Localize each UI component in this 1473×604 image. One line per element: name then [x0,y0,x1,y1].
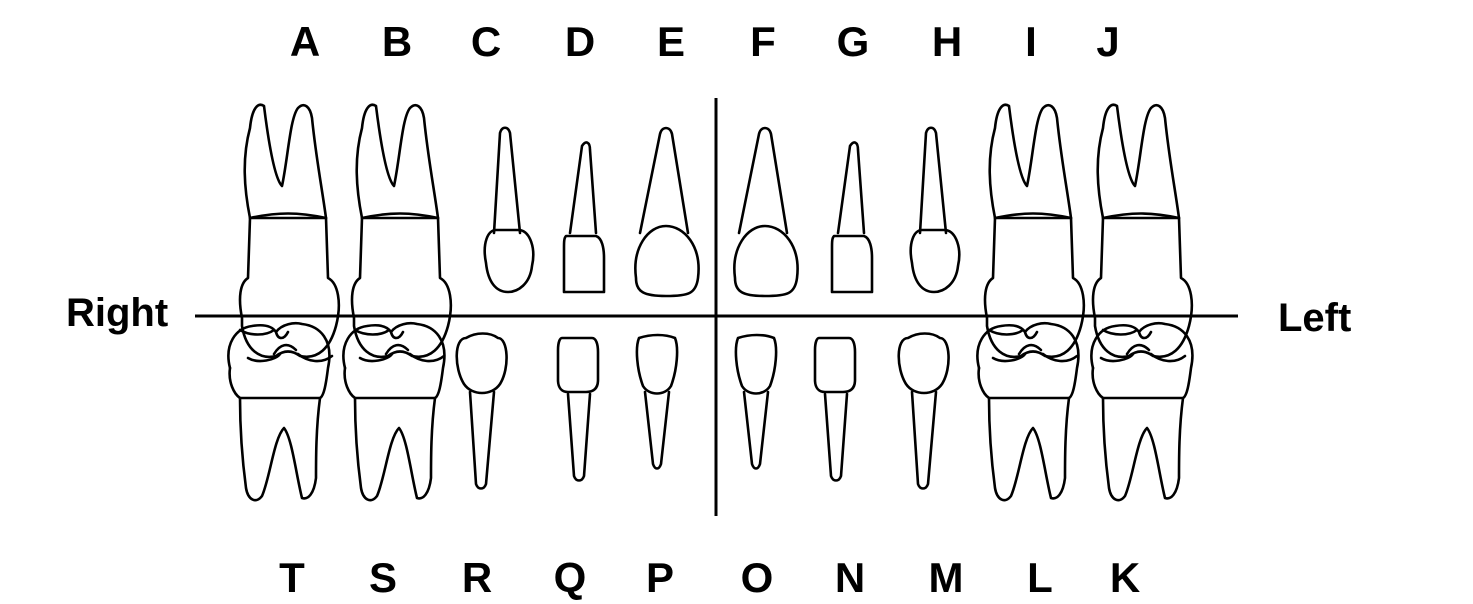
upper-letter-b: B [382,18,412,65]
upper-letter-f: F [750,18,776,65]
upper-tooth-a [238,103,341,363]
lower-letter-k: K [1110,554,1140,601]
upper-letter-row: A B C D E F G H I J [290,18,1120,65]
upper-letter-g: G [837,18,870,65]
lower-letter-o: O [741,554,774,601]
lower-tooth-l [976,321,1080,502]
upper-tooth-i [983,103,1086,363]
lower-letter-m: M [929,554,964,601]
lower-tooth-k [1090,321,1194,502]
lower-tooth-q [556,336,600,482]
lower-tooth-o [734,333,778,470]
upper-letter-a: A [290,18,320,65]
lower-letter-r: R [462,554,492,601]
lower-tooth-m [897,332,950,490]
lower-letter-l: L [1027,554,1053,601]
lower-letter-s: S [369,554,397,601]
upper-tooth-h [909,126,961,294]
lower-tooth-p [635,333,679,470]
upper-letter-c: C [471,18,501,65]
lower-letter-p: P [646,554,674,601]
lower-tooth-t [227,321,331,502]
upper-tooth-f [733,126,799,298]
lower-tooth-n [813,336,857,482]
lower-tooth-r [455,332,508,490]
lower-tooth-s [342,321,446,502]
lower-teeth-row [227,321,1194,502]
upper-letter-h: H [932,18,962,65]
upper-tooth-d [562,141,606,294]
upper-letter-i: I [1025,18,1037,65]
left-label: Left [1278,296,1351,340]
upper-tooth-c [483,126,535,294]
upper-teeth-row [238,103,1194,363]
upper-tooth-j [1091,103,1194,363]
upper-letter-e: E [657,18,685,65]
lower-letter-t: T [279,554,305,601]
upper-letter-j: J [1096,18,1119,65]
upper-tooth-b [350,103,453,363]
right-label: Right [66,291,168,335]
lower-letter-q: Q [554,554,587,601]
upper-letter-d: D [565,18,595,65]
upper-tooth-e [634,126,700,298]
lower-letter-n: N [835,554,865,601]
upper-tooth-g [830,141,874,294]
